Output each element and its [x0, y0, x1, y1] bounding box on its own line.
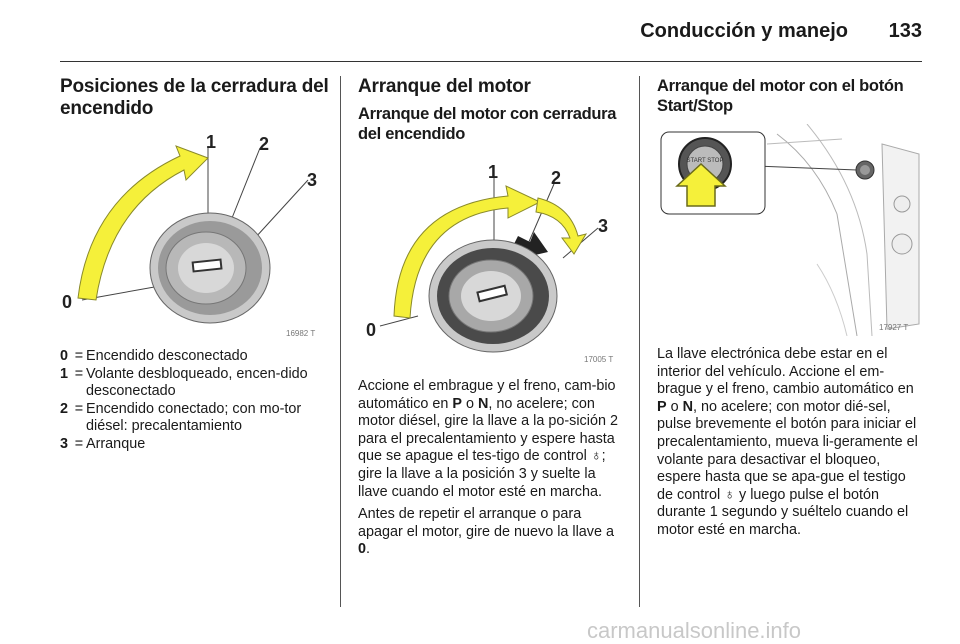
- column-divider-1: [340, 76, 341, 607]
- fig2-code: 17005 T: [584, 355, 613, 364]
- start-stop-button-text: START STOP: [687, 158, 724, 164]
- legend-key: 0: [60, 348, 69, 364]
- legend-key: 3: [60, 435, 69, 452]
- fig3-code: 17927 T: [879, 323, 908, 332]
- fig1-label-1: 1: [206, 132, 216, 152]
- fig1-label-0: 0: [62, 292, 72, 312]
- legend-text: Encendido desconectado: [86, 348, 248, 364]
- page-number: 133: [888, 20, 922, 42]
- fig1-code: 16982 T: [286, 329, 315, 338]
- legend-eq: =: [74, 435, 84, 452]
- watermark: carmanualsonline.info: [587, 618, 802, 643]
- fig2-label-2: 2: [551, 168, 561, 188]
- fig2-label-1: 1: [488, 162, 498, 182]
- ignition-start-figure: 1 2 3 0 17005 T: [358, 156, 624, 368]
- column-start-stop: Arranque del motor con el botón Start/St…: [657, 76, 922, 116]
- legend-text: Arranque: [86, 435, 146, 452]
- fig2-label-0: 0: [366, 320, 376, 340]
- legend-row-3: 3 = Arranque: [60, 436, 335, 454]
- legend-key: 1: [60, 365, 69, 382]
- legend-key: 2: [60, 400, 69, 417]
- column-engine-start-text: Accione el embrague y el freno, cam-bio …: [358, 378, 624, 559]
- column-engine-start: Arranque del motor Arranque del motor co…: [358, 76, 624, 144]
- ignition-lock-figure: 1 2 3 0 16982 T: [60, 128, 332, 342]
- paragraph-restart: Antes de repetir el arranque o para apag…: [358, 506, 614, 558]
- legend-text: Encendido conectado; con mo-tor diésel: …: [86, 400, 302, 435]
- position-legend: 0 = Encendido desconectado 1 = Volante d…: [60, 348, 335, 454]
- column-ignition-positions: Posiciones de la cerradura del encendido: [60, 76, 332, 120]
- fig1-label-2: 2: [259, 134, 269, 154]
- glow-plug-icon: ♁: [590, 448, 602, 465]
- paragraph-start-stop-procedure: La llave electrónica debe estar en el in…: [657, 346, 918, 538]
- section-heading-start-stop: Arranque del motor con el botón Start/St…: [657, 77, 904, 115]
- glow-plug-icon: ♁: [724, 486, 735, 503]
- legend-row-1: 1 = Volante desbloqueado, encen-dido des…: [60, 366, 335, 401]
- header-rule: [60, 61, 922, 62]
- subheading-start-with-lock: Arranque del motor con cerradura del enc…: [358, 105, 617, 143]
- fig2-label-3: 3: [598, 216, 608, 236]
- legend-eq: =: [74, 400, 84, 417]
- fig1-label-3: 3: [307, 170, 317, 190]
- legend-eq: =: [74, 365, 84, 382]
- running-header-title: Conducción y manejo: [640, 20, 848, 42]
- column-divider-2: [639, 76, 640, 607]
- legend-row-2: 2 = Encendido conectado; con mo-tor diés…: [60, 401, 335, 436]
- column-start-stop-text: La llave electrónica debe estar en el in…: [657, 346, 922, 540]
- start-stop-figure: START STOP 17927 T: [657, 124, 922, 336]
- legend-row-0: 0 = Encendido desconectado: [60, 348, 335, 366]
- section-heading-engine-start: Arranque del motor: [358, 76, 531, 97]
- paragraph-start-procedure: Accione el embrague y el freno, cam-bio …: [358, 378, 618, 500]
- legend-eq: =: [74, 348, 84, 364]
- legend-text: Volante desbloqueado, encen-dido descone…: [86, 365, 308, 400]
- section-heading-ignition-positions: Posiciones de la cerradura del encendido: [60, 76, 329, 119]
